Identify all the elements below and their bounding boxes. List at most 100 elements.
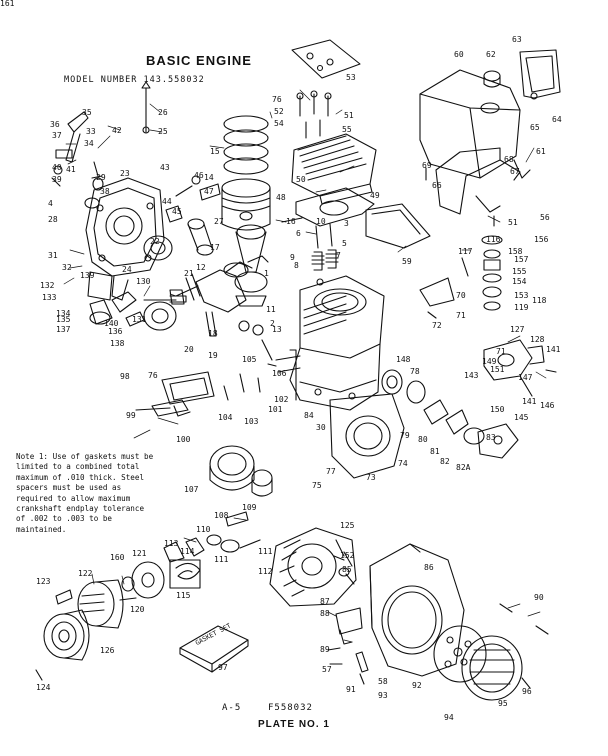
part-number-callout: 57 xyxy=(322,665,332,674)
part-number-callout: 43 xyxy=(160,163,170,172)
flywheel-key xyxy=(333,555,345,561)
piston xyxy=(221,178,271,231)
tank-bracket xyxy=(435,147,521,215)
rewind-spring xyxy=(169,559,201,589)
part-number-callout: 94 xyxy=(444,713,454,722)
bearing-cover xyxy=(477,423,519,459)
part-number-callout: 103 xyxy=(244,417,259,426)
rotating-screen xyxy=(433,625,487,683)
part-number-callout: 143 xyxy=(464,371,479,380)
part-number-callout: 111 xyxy=(214,555,229,564)
part-number-callout: 14 xyxy=(204,173,214,182)
guard-screw xyxy=(499,603,513,613)
part-number-callout: 71 xyxy=(496,347,506,356)
blower-housing xyxy=(369,543,465,677)
part-number-callout: 12 xyxy=(196,263,206,272)
part-number-callout: 119 xyxy=(514,303,529,312)
part-number-callout: 36 xyxy=(50,120,60,129)
starter-handle xyxy=(55,589,73,605)
part-number-callout: 6 xyxy=(296,229,301,238)
gasket-note: Note 1: Use of gaskets must be limited t… xyxy=(16,452,154,534)
guard-screw xyxy=(521,677,531,689)
part-number-callout: 87 xyxy=(320,597,330,606)
fuel-line xyxy=(513,159,531,179)
part-number-callout: 90 xyxy=(534,593,544,602)
part-number-callout: 9 xyxy=(290,253,295,262)
part-number-callout: 97 xyxy=(218,663,228,672)
part-number-callout: 37 xyxy=(52,131,62,140)
flywheel-ring xyxy=(209,445,255,491)
part-number-callout: 123 xyxy=(36,577,51,586)
part-number-callout: 74 xyxy=(398,459,408,468)
part-number-callout: 138 xyxy=(110,339,125,348)
spark-plug xyxy=(355,651,369,685)
part-number-callout: 80 xyxy=(418,435,428,444)
cylinder-block xyxy=(275,275,385,411)
gasket-set-box xyxy=(179,625,249,673)
breather-gear xyxy=(143,185,193,261)
part-number-callout: 117 xyxy=(458,247,473,256)
guard-screw xyxy=(535,625,549,635)
part-number-callout: 75 xyxy=(312,481,322,490)
part-number-callout: 105 xyxy=(242,355,257,364)
part-number-callout: 51 xyxy=(508,218,518,227)
part-number-callout: 73 xyxy=(366,473,376,482)
leader-lines xyxy=(63,89,547,643)
plate-ref-left: A-5 xyxy=(222,703,242,713)
part-number-callout: 151 xyxy=(490,365,505,374)
part-number-callout: 72 xyxy=(432,321,442,330)
part-number-callout: 30 xyxy=(316,423,326,432)
choke-linkage xyxy=(419,257,469,319)
part-number-callout: 106 xyxy=(272,369,287,378)
part-number-callout: 100 xyxy=(176,435,191,444)
part-number-callout: 28 xyxy=(48,215,58,224)
flywheel xyxy=(269,527,357,607)
part-number-callout: 115 xyxy=(176,591,191,600)
tank-strap xyxy=(519,49,561,99)
part-number-callout: 110 xyxy=(196,525,211,534)
part-number-callout: 131 xyxy=(132,315,147,324)
part-number-callout: 135 xyxy=(56,315,71,324)
part-number-callout: 3 xyxy=(344,219,349,228)
part-number-callout: 113 xyxy=(164,539,179,548)
dipstick xyxy=(141,81,151,134)
flywheel-nut xyxy=(338,567,350,577)
part-number-callout: 70 xyxy=(456,291,466,300)
part-number-callout: 67 xyxy=(510,167,520,176)
fuel-line-clip xyxy=(475,195,501,213)
part-number-callout: 95 xyxy=(498,699,508,708)
part-number-callout: 127 xyxy=(510,325,525,334)
head-bolts xyxy=(296,90,332,139)
part-number-callout: 16 xyxy=(286,217,296,226)
part-number-callout: 156 xyxy=(534,235,549,244)
part-number-callout: 83 xyxy=(486,433,496,442)
part-number-callout: 32 xyxy=(62,263,72,272)
part-number-callout: 92 xyxy=(412,681,422,690)
part-number-callout: 60 xyxy=(454,50,464,59)
part-number-callout: 27 xyxy=(214,217,224,226)
diagram-title: BASIC ENGINE xyxy=(146,53,252,68)
part-number-callout: 116 xyxy=(486,235,501,244)
part-number-callout: 25 xyxy=(158,127,168,136)
part-number-callout: 133 xyxy=(42,293,57,302)
starter-drum xyxy=(43,609,90,661)
part-number-callout: 139 xyxy=(80,271,95,280)
part-number-callout: 54 xyxy=(274,119,284,128)
part-number-callout: 81 xyxy=(430,447,440,456)
part-number-callout: 140 xyxy=(104,319,119,328)
part-number-callout: 124 xyxy=(36,683,51,692)
carburetor-mount xyxy=(483,339,557,397)
part-number-callout: 114 xyxy=(180,547,195,556)
part-number-callout: 118 xyxy=(532,296,547,305)
part-number-callout: 158 xyxy=(508,247,523,256)
part-number-callout: 49 xyxy=(370,191,380,200)
part-number-callout: 77 xyxy=(326,467,336,476)
part-number-callout: 56 xyxy=(540,213,550,222)
part-number-callout: 82 xyxy=(440,457,450,466)
part-number-callout: 148 xyxy=(396,355,411,364)
starter-pawl-parts xyxy=(163,511,261,563)
part-number-callout: 34 xyxy=(84,139,94,148)
part-number-callout: 68 xyxy=(504,155,514,164)
